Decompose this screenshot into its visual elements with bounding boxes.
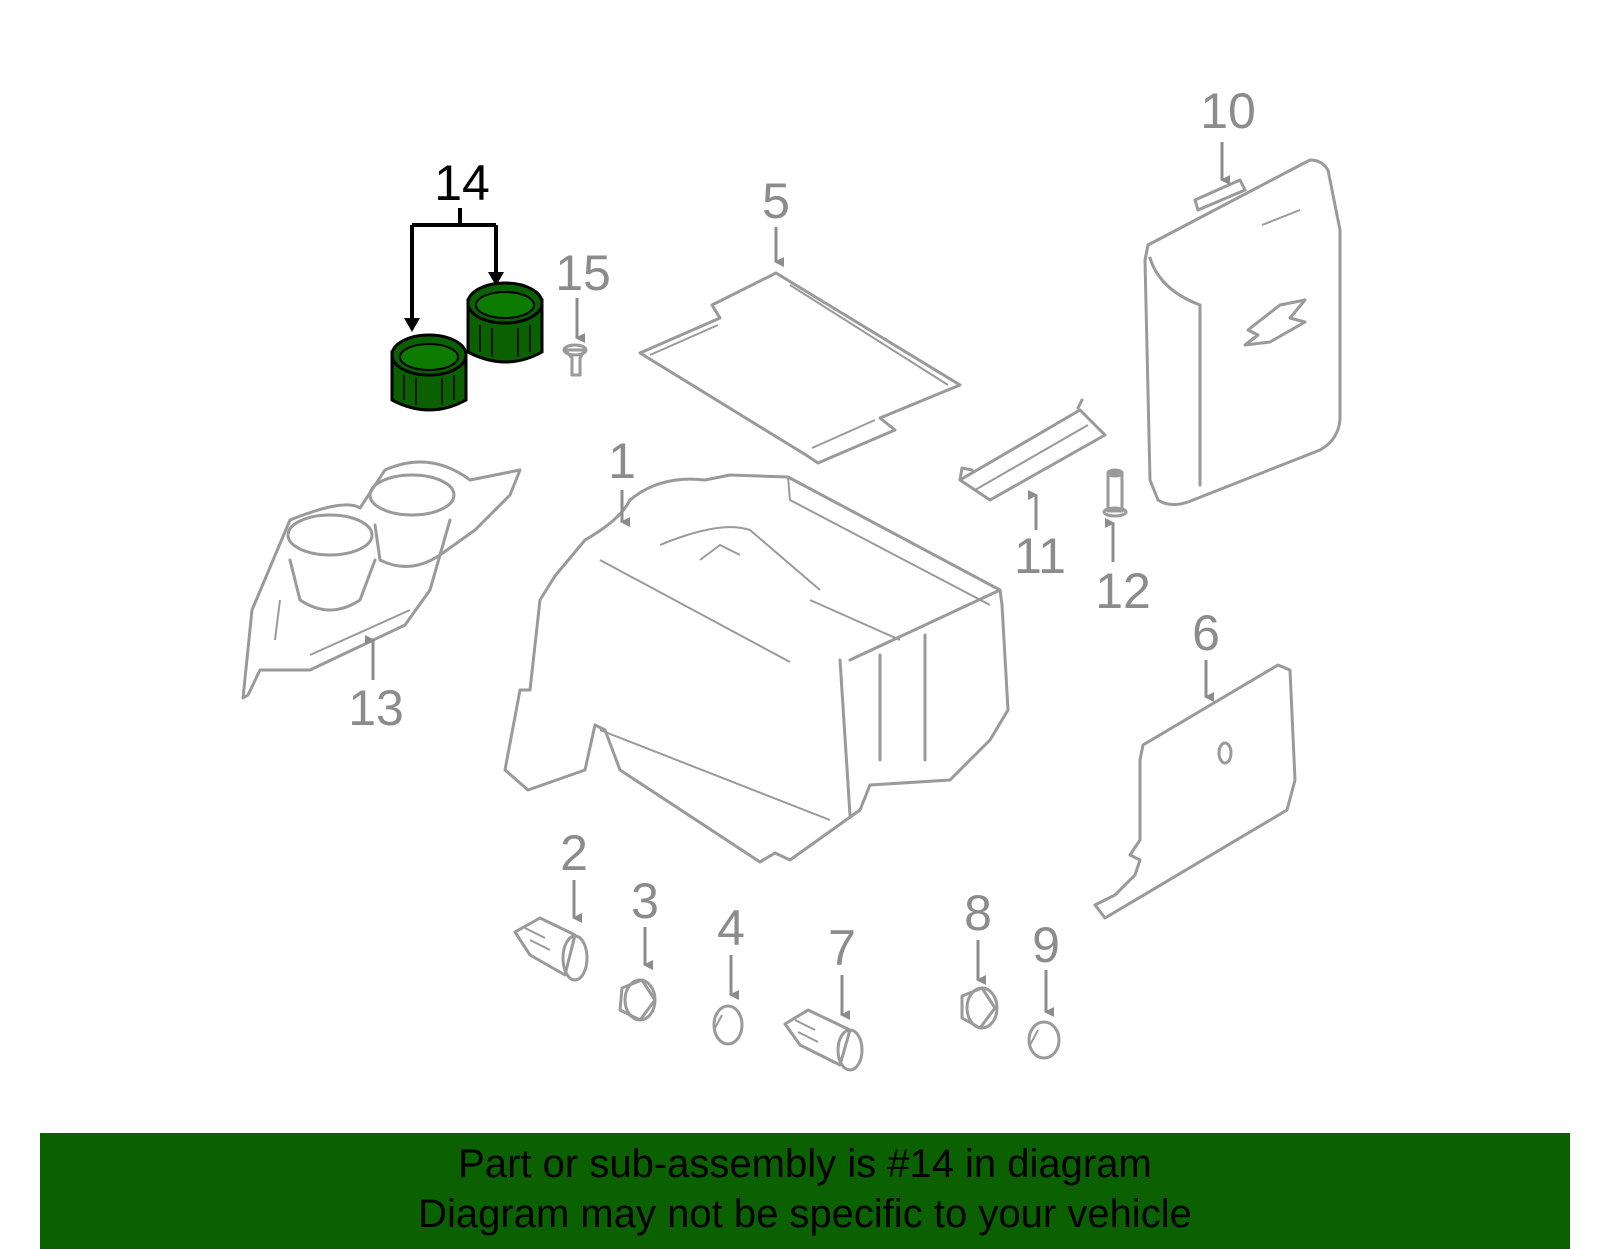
callout-13: 13 <box>348 680 404 736</box>
part-13-cupholder-tray[interactable] <box>241 460 522 700</box>
banner-line-1: Part or sub-assembly is #14 in diagram <box>458 1142 1152 1186</box>
part-10-lid[interactable] <box>1143 158 1342 507</box>
part-15-clip[interactable] <box>562 343 588 377</box>
callout-10: 10 <box>1200 83 1256 139</box>
callout-8: 8 <box>964 885 992 941</box>
callout-14: 14 <box>434 155 490 211</box>
callout-leaders <box>365 142 1230 1020</box>
part-2-switch[interactable] <box>513 916 589 982</box>
callout-11: 11 <box>1014 528 1066 584</box>
callout-5: 5 <box>762 173 790 229</box>
callout-12: 12 <box>1095 563 1151 619</box>
callout-15: 15 <box>555 245 611 301</box>
banner-line-2: Diagram may not be specific to your vehi… <box>418 1192 1192 1236</box>
part-3-cap[interactable] <box>618 978 657 1022</box>
part-9-ring[interactable] <box>1027 1020 1061 1060</box>
part-1-console[interactable] <box>503 473 1010 864</box>
callout-7: 7 <box>828 920 856 976</box>
part-8-cap[interactable] <box>960 986 999 1030</box>
callout-9: 9 <box>1032 917 1060 973</box>
part-12-bolt[interactable] <box>1102 468 1128 518</box>
part-6-side-panel[interactable] <box>1093 663 1297 920</box>
callout-4: 4 <box>717 900 745 956</box>
callout-6: 6 <box>1192 605 1220 661</box>
callout-14-bracket <box>404 208 504 332</box>
part-7-switch[interactable] <box>783 1008 864 1072</box>
info-banner: Part or sub-assembly is #14 in diagram D… <box>40 1133 1570 1249</box>
part-4-ring[interactable] <box>712 1004 744 1046</box>
part-14-cup-inserts[interactable] <box>390 281 544 412</box>
part-5-mat[interactable] <box>638 271 962 465</box>
callout-1: 1 <box>608 433 636 489</box>
callout-labels: 1 2 3 4 5 6 7 8 9 10 11 12 13 14 15 <box>348 83 1256 976</box>
part-11-bracket[interactable] <box>958 398 1107 502</box>
callout-3: 3 <box>631 873 659 929</box>
callout-2: 2 <box>560 825 588 881</box>
